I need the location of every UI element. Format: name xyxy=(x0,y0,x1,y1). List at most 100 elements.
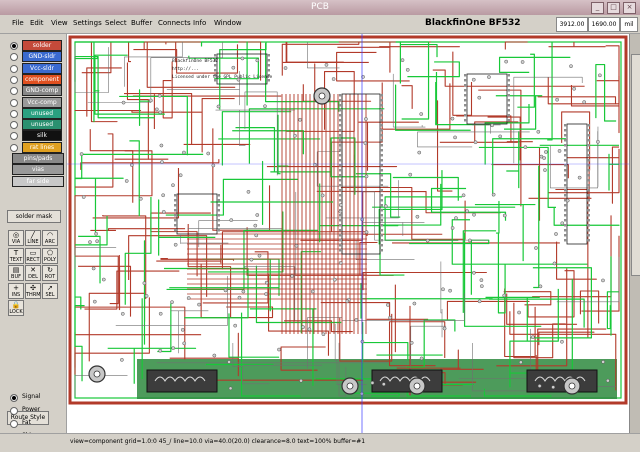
via xyxy=(263,105,266,108)
layer-button[interactable]: pins/pads xyxy=(12,153,64,164)
route-style-radio[interactable] xyxy=(10,420,18,428)
via xyxy=(583,101,586,104)
layer-row[interactable]: silk xyxy=(10,130,62,140)
tool-del-button[interactable]: ✕DEL xyxy=(25,265,41,281)
layer-row[interactable]: solder xyxy=(10,40,62,50)
layer-button[interactable]: solder xyxy=(22,40,62,51)
maximize-icon[interactable]: □ xyxy=(607,2,620,14)
ic-pad xyxy=(464,99,467,102)
layer-button[interactable]: vias xyxy=(12,164,64,175)
ic-pad xyxy=(380,124,383,127)
layer-button[interactable]: Vcc-comp xyxy=(22,97,62,108)
layer-row[interactable]: unused xyxy=(10,119,62,129)
layer-row[interactable]: unused xyxy=(10,108,62,118)
via xyxy=(561,222,564,225)
ic-pad xyxy=(587,184,590,187)
via xyxy=(420,112,423,115)
status-text: view=component grid=1.0:0 45_/ line=10.0… xyxy=(70,438,365,445)
layer-radio[interactable] xyxy=(10,99,18,107)
ic-pad xyxy=(587,159,590,162)
via xyxy=(598,74,601,77)
via xyxy=(159,349,162,352)
layer-radio[interactable] xyxy=(10,121,18,129)
menu-buffer[interactable]: Buffer xyxy=(131,19,152,27)
menu-info[interactable]: Info xyxy=(193,19,206,27)
layer-button[interactable]: far side xyxy=(12,176,64,187)
via xyxy=(361,340,364,343)
via xyxy=(308,328,311,331)
ic-pad xyxy=(587,224,590,227)
layer-radio[interactable] xyxy=(10,110,18,118)
layer-radio[interactable] xyxy=(10,87,18,95)
close-icon[interactable]: × xyxy=(623,2,636,14)
menu-file[interactable]: File xyxy=(12,19,24,27)
tool-poly-button[interactable]: ⬠POLY xyxy=(42,248,58,264)
menu-connects[interactable]: Connects xyxy=(158,19,191,27)
tool-sel-button[interactable]: ➚SEL xyxy=(42,283,58,299)
ic-pad xyxy=(587,124,590,127)
ic-pad xyxy=(380,179,383,182)
unit-toggle[interactable]: mil xyxy=(620,17,638,32)
minimize-icon[interactable]: _ xyxy=(591,2,604,14)
layer-button[interactable]: unused xyxy=(22,108,62,119)
route-style-radio[interactable] xyxy=(10,394,18,402)
menu-window[interactable]: Window xyxy=(214,19,242,27)
solder-mask-button[interactable]: solder mask xyxy=(7,210,61,223)
tool-rot-button[interactable]: ↻ROT xyxy=(42,265,58,281)
layer-row[interactable]: vias xyxy=(10,164,62,174)
layer-button[interactable]: Vcc-sldr xyxy=(22,63,62,74)
tool-line-button[interactable]: ╱LINE xyxy=(25,230,41,246)
menu-settings[interactable]: Settings xyxy=(73,19,102,27)
layer-row[interactable]: GND-comp xyxy=(10,85,62,95)
tool-buf-button[interactable]: ▤BUF xyxy=(8,265,24,281)
layer-radio[interactable] xyxy=(10,132,18,140)
layer-radio[interactable] xyxy=(10,65,18,73)
layer-row[interactable]: rat lines xyxy=(10,142,62,152)
via xyxy=(517,311,520,314)
layer-row[interactable]: GND-sldr xyxy=(10,51,62,61)
route-style-radio[interactable] xyxy=(10,407,18,415)
ic-pad xyxy=(507,89,510,92)
layer-row[interactable]: component xyxy=(10,74,62,84)
via xyxy=(468,239,471,242)
layer-row[interactable]: Vcc-comp xyxy=(10,97,62,107)
tool-lock-icon: 🔒 xyxy=(9,300,23,310)
tool-ins-button[interactable]: +INS xyxy=(8,283,24,299)
tool-via-button[interactable]: ◎VIA xyxy=(8,230,24,246)
via xyxy=(451,117,454,120)
layer-button[interactable]: unused xyxy=(22,119,62,130)
layer-button[interactable]: GND-comp xyxy=(22,85,62,96)
layer-row[interactable]: pins/pads xyxy=(10,153,62,163)
ic-pad xyxy=(174,214,177,217)
layer-radio[interactable] xyxy=(10,76,18,84)
scroll-thumb[interactable] xyxy=(631,54,640,276)
via xyxy=(241,57,244,60)
ic-pad xyxy=(564,159,567,162)
layer-radio[interactable] xyxy=(10,53,18,61)
ic-pad xyxy=(174,229,177,232)
layer-button[interactable]: rat lines xyxy=(22,142,62,153)
layer-button[interactable]: silk xyxy=(22,130,62,141)
layer-button[interactable]: GND-sldr xyxy=(22,51,62,62)
tool-thrm-button[interactable]: ✣THRM xyxy=(25,283,41,299)
via xyxy=(155,108,158,111)
tool-arc-button[interactable]: ◠ARC xyxy=(42,230,58,246)
layer-radio[interactable] xyxy=(10,42,18,50)
layer-row[interactable]: far side xyxy=(10,176,62,186)
layer-button[interactable]: component xyxy=(22,74,62,85)
tool-rect-button[interactable]: ▭RECT xyxy=(25,248,41,264)
layer-row[interactable]: Vcc-sldr xyxy=(10,63,62,73)
tool-lock-button[interactable]: 🔒LOCK xyxy=(8,300,24,316)
menu-select[interactable]: Select xyxy=(105,19,127,27)
menu-view[interactable]: View xyxy=(51,19,68,27)
menu-edit[interactable]: Edit xyxy=(30,19,44,27)
layer-radio[interactable] xyxy=(10,144,18,152)
ic-pad xyxy=(507,119,510,122)
ic-pad xyxy=(217,209,220,212)
ic-pad xyxy=(507,104,510,107)
vertical-scrollbar[interactable] xyxy=(629,34,640,433)
via xyxy=(606,379,609,382)
via xyxy=(524,146,527,149)
